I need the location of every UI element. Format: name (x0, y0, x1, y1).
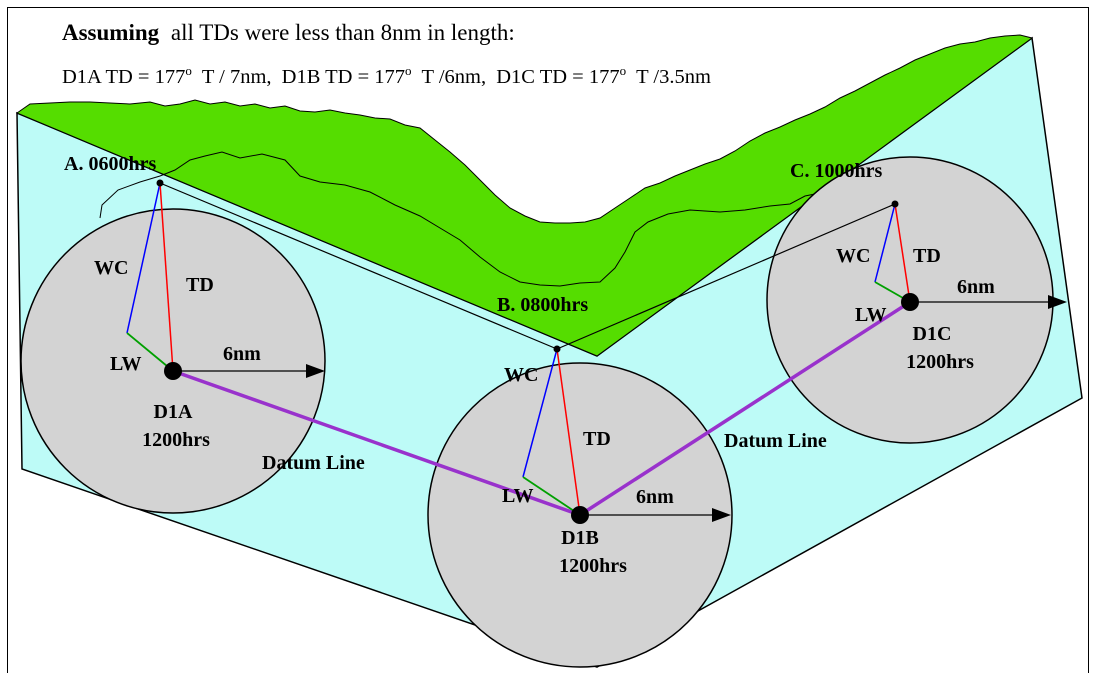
wc-vector-b (522, 348, 558, 478)
td-label-d1a: TD (186, 274, 214, 296)
heading-line-1: Assuming all TDs were less than 8nm in l… (62, 20, 515, 45)
radius-label-d1c: 6nm (957, 276, 995, 298)
time-label-d1b: 1200hrs (559, 555, 627, 577)
radius-label-d1b: 6nm (636, 486, 674, 508)
datum-line-label-left: Datum Line (262, 452, 365, 474)
lw-vector-a (126, 332, 174, 372)
track-b-c (556, 203, 896, 350)
td-vector-a (159, 182, 174, 372)
td-vector-c (894, 203, 911, 303)
name-label-d1a: D1A (154, 401, 193, 423)
datum-line-left (172, 369, 581, 517)
wc-label-d1a: WC (94, 257, 128, 279)
name-label-d1b: D1B (561, 527, 599, 549)
figure-border (7, 7, 1089, 673)
position-dot-c (891, 200, 899, 208)
radius-arrowhead-d1b (712, 508, 731, 522)
wc-vector-a (126, 182, 161, 334)
datum-dot-d1b (571, 506, 589, 524)
time-label-d1c: 1200hrs (906, 351, 974, 373)
lw-label-d1a: LW (110, 353, 142, 375)
wc-label-d1c: WC (836, 245, 870, 267)
lw-label-d1c: LW (855, 304, 887, 326)
track-a-b (159, 182, 558, 350)
lw-label-d1b: LW (502, 485, 534, 507)
radius-label-d1a: 6nm (223, 343, 261, 365)
datum-line-right (579, 300, 911, 517)
position-label-b: B. 0800hrs (497, 294, 588, 316)
datum-dot-d1a (164, 362, 182, 380)
datum-line-label-right: Datum Line (724, 430, 827, 452)
land-strip (15, 34, 1034, 357)
time-label-d1a: 1200hrs (142, 429, 210, 451)
lw-vector-b (522, 476, 581, 516)
wc-vector-c (874, 203, 896, 283)
radius-arrowhead-d1a (306, 364, 325, 378)
radius-arrowhead-d1c (1048, 295, 1067, 309)
position-label-c: C. 1000hrs (790, 160, 882, 182)
position-label-a: A. 0600hrs (64, 153, 156, 175)
name-label-d1c: D1C (913, 323, 952, 345)
td-label-d1b: TD (583, 428, 611, 450)
wc-label-d1b: WC (504, 364, 538, 386)
td-vector-b (556, 348, 581, 516)
position-dot-b (553, 345, 561, 353)
td-label-d1c: TD (913, 245, 941, 267)
datum-dot-d1c (901, 293, 919, 311)
position-dot-a (156, 179, 164, 187)
